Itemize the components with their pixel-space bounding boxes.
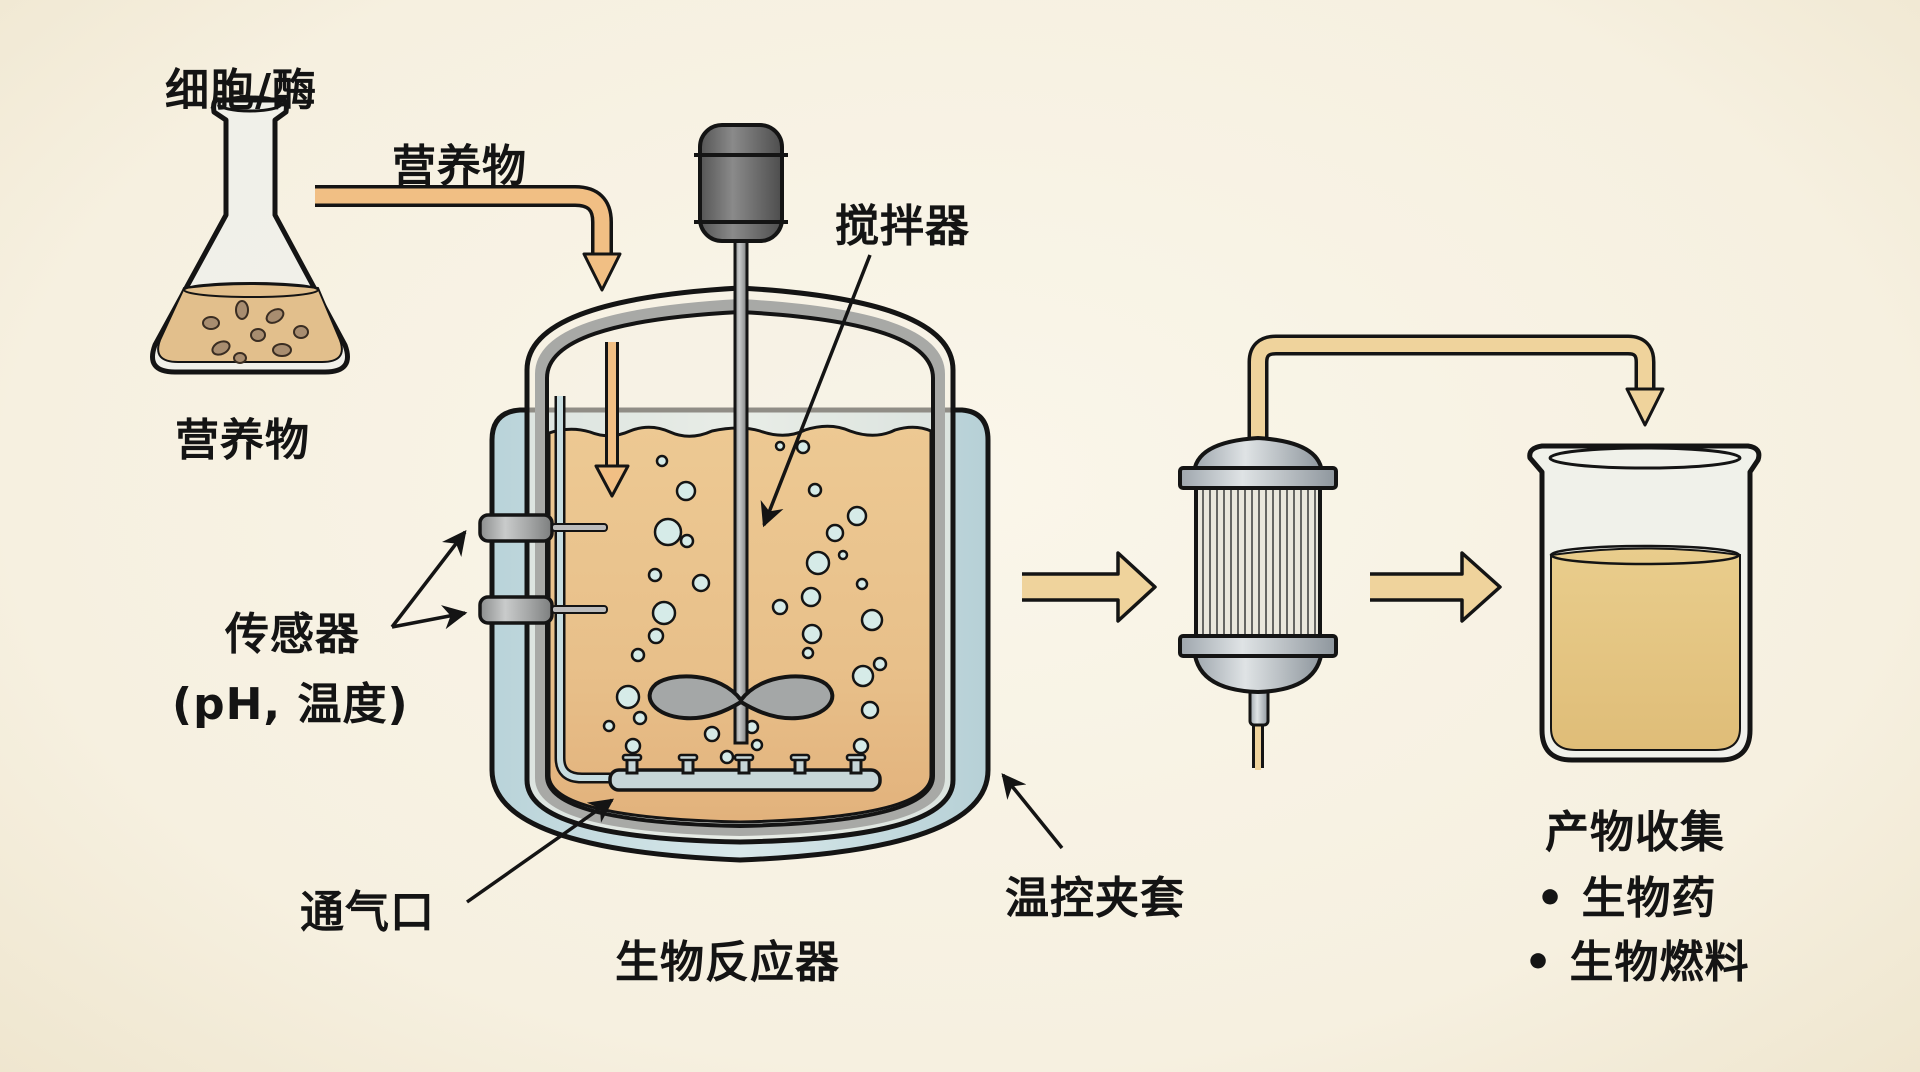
label-product-biofuel: • 生物燃料 <box>1524 937 1750 988</box>
bubble <box>852 737 870 755</box>
sensor-probe-1 <box>478 513 608 543</box>
label-stirrer: 搅拌器 <box>835 201 970 252</box>
bubble <box>860 608 884 632</box>
bubble <box>703 725 721 743</box>
sparger-nozzle-cap <box>621 753 643 762</box>
bubble <box>801 646 815 660</box>
bubble <box>624 737 642 755</box>
flask-rim <box>217 95 283 113</box>
bubble <box>771 598 789 616</box>
bubble <box>647 567 663 583</box>
flask-liquid-surface <box>183 282 319 298</box>
sensor-leader-arrow-2 <box>391 605 468 630</box>
flask-liquid <box>157 283 343 363</box>
label-bioreactor: 生物反应器 <box>615 937 840 988</box>
product-liquid <box>1550 547 1741 751</box>
bubble <box>602 719 616 733</box>
impeller-blades <box>647 674 835 721</box>
sensors <box>478 513 608 625</box>
sparger-nozzle-cap <box>677 753 699 762</box>
bubble <box>630 647 646 663</box>
sparger-nozzle-cap <box>789 753 811 762</box>
bubble <box>851 664 875 688</box>
sparger-nozzle-cap <box>733 753 755 762</box>
bubble <box>801 623 823 645</box>
bubble <box>653 517 683 547</box>
label-aeration-port: 通气口 <box>300 887 435 938</box>
bubble <box>691 573 711 593</box>
label-sensors-detail: (pH, 温度) <box>172 679 409 730</box>
aeration-line <box>554 396 612 784</box>
bubble <box>805 550 831 576</box>
bubble <box>825 523 845 543</box>
flow-arrow-to-filter <box>1022 551 1157 623</box>
label-product-biopharma: • 生物药 <box>1536 873 1717 924</box>
bubble <box>615 684 641 710</box>
bubble <box>774 440 786 452</box>
cell-particles <box>202 300 309 364</box>
bubble <box>860 700 880 720</box>
sensor-probe-2 <box>478 595 608 625</box>
flow-arrow-to-beaker <box>1370 551 1502 623</box>
bubble <box>632 710 648 726</box>
label-cells-enzymes: 细胞/酶 <box>165 65 318 116</box>
label-nutrients-flask: 营养物 <box>175 415 310 466</box>
sensor-leader-arrow-1 <box>390 530 467 629</box>
bubble <box>647 627 665 645</box>
bubble <box>837 549 849 561</box>
bubble <box>679 533 695 549</box>
stirrer-assembly <box>647 123 835 745</box>
filter-unit <box>1178 435 1338 770</box>
aeration-leader-arrow <box>465 798 615 904</box>
bubble <box>846 505 868 527</box>
nutrient-feed-pipe <box>315 185 622 292</box>
sparger <box>608 753 882 792</box>
bubble <box>675 480 697 502</box>
nutrient-inflow-arrow <box>594 342 630 498</box>
jacket-leader-arrow <box>1001 773 1064 850</box>
product-transfer-pipe <box>1247 334 1665 442</box>
leader-lines <box>390 254 1064 904</box>
label-product-collection: 产物收集 <box>1545 807 1725 858</box>
air-bubbles <box>602 439 888 765</box>
collection-beaker <box>1527 443 1762 763</box>
bubble <box>655 454 669 468</box>
bubble <box>750 738 764 752</box>
bubble <box>795 439 811 455</box>
nutrient-feed-arrowhead <box>582 252 622 292</box>
bubble <box>872 656 888 672</box>
bubble <box>807 482 823 498</box>
bubble <box>719 749 735 765</box>
bubble <box>800 586 822 608</box>
stirrer-leader-arrow <box>760 254 872 528</box>
label-nutrients-feed: 营养物 <box>392 141 527 192</box>
bubble <box>651 600 677 626</box>
bubble <box>855 577 869 591</box>
label-sensors: 传感器 <box>225 609 360 660</box>
stirrer-shaft <box>733 236 749 745</box>
flask <box>150 95 350 375</box>
sparger-nozzle-cap <box>845 753 867 762</box>
label-temperature-jacket: 温控夹套 <box>1005 873 1185 924</box>
